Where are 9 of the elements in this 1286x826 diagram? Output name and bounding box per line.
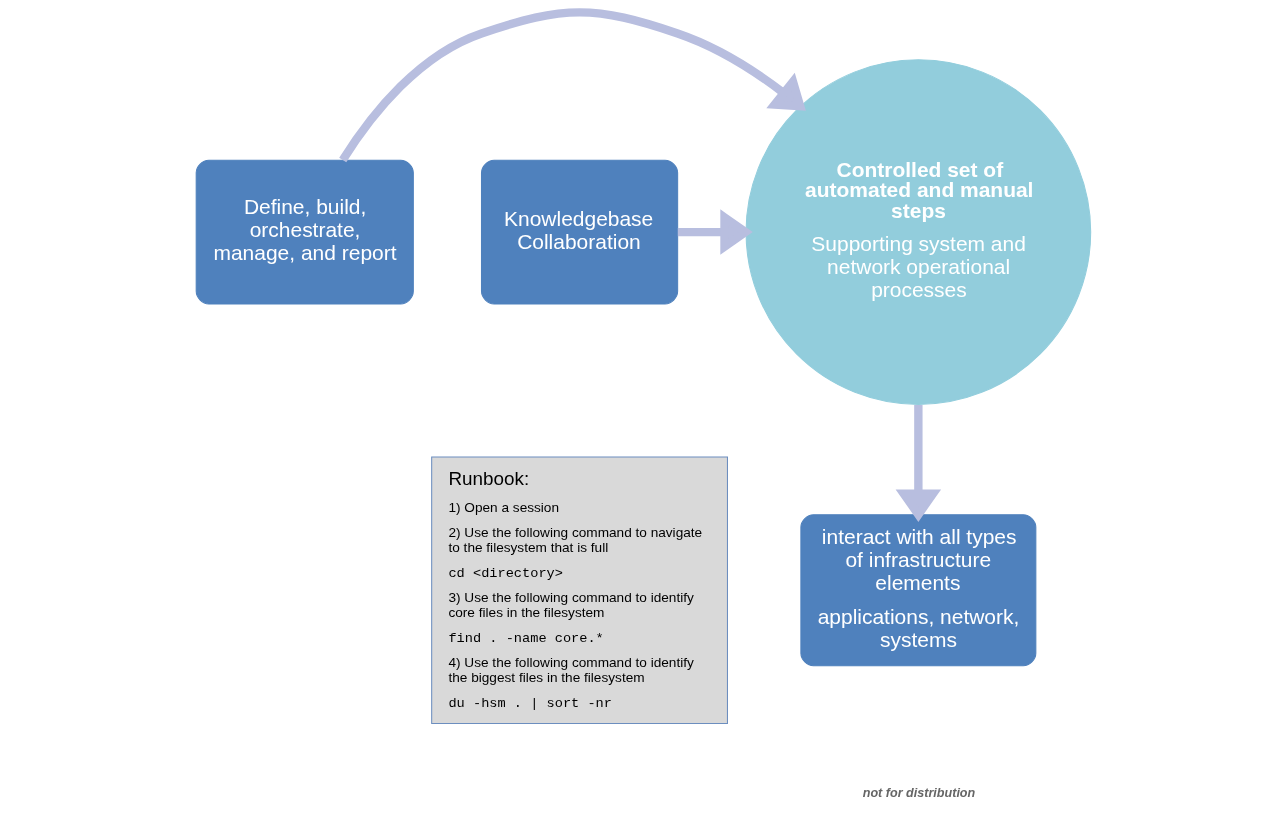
node-circle: Controlled set of automated and manual steps Supporting system and network operational processes xyxy=(745,59,1091,405)
node-box: Runbook: 1) Open a session 2) Use the following command to navigate to the filesystem that is full cd <directory> 3) Use the following command to identify core files in the filesystem find . -name core.* 4) Use the following command to identify the biggest files in the filesystem du -hsm . | sort -nr xyxy=(430,456,728,724)
node-box: Define, build, orchestrate, manage, and report xyxy=(195,159,414,305)
node-box: interact with all types of infrastructure elements applications, network, systems xyxy=(799,514,1036,667)
node-box: Knowledgebase Collaboration xyxy=(480,159,678,305)
arrow xyxy=(895,404,941,522)
arrow xyxy=(677,209,753,255)
arrow xyxy=(338,8,806,163)
label: not for distribution xyxy=(862,785,975,800)
